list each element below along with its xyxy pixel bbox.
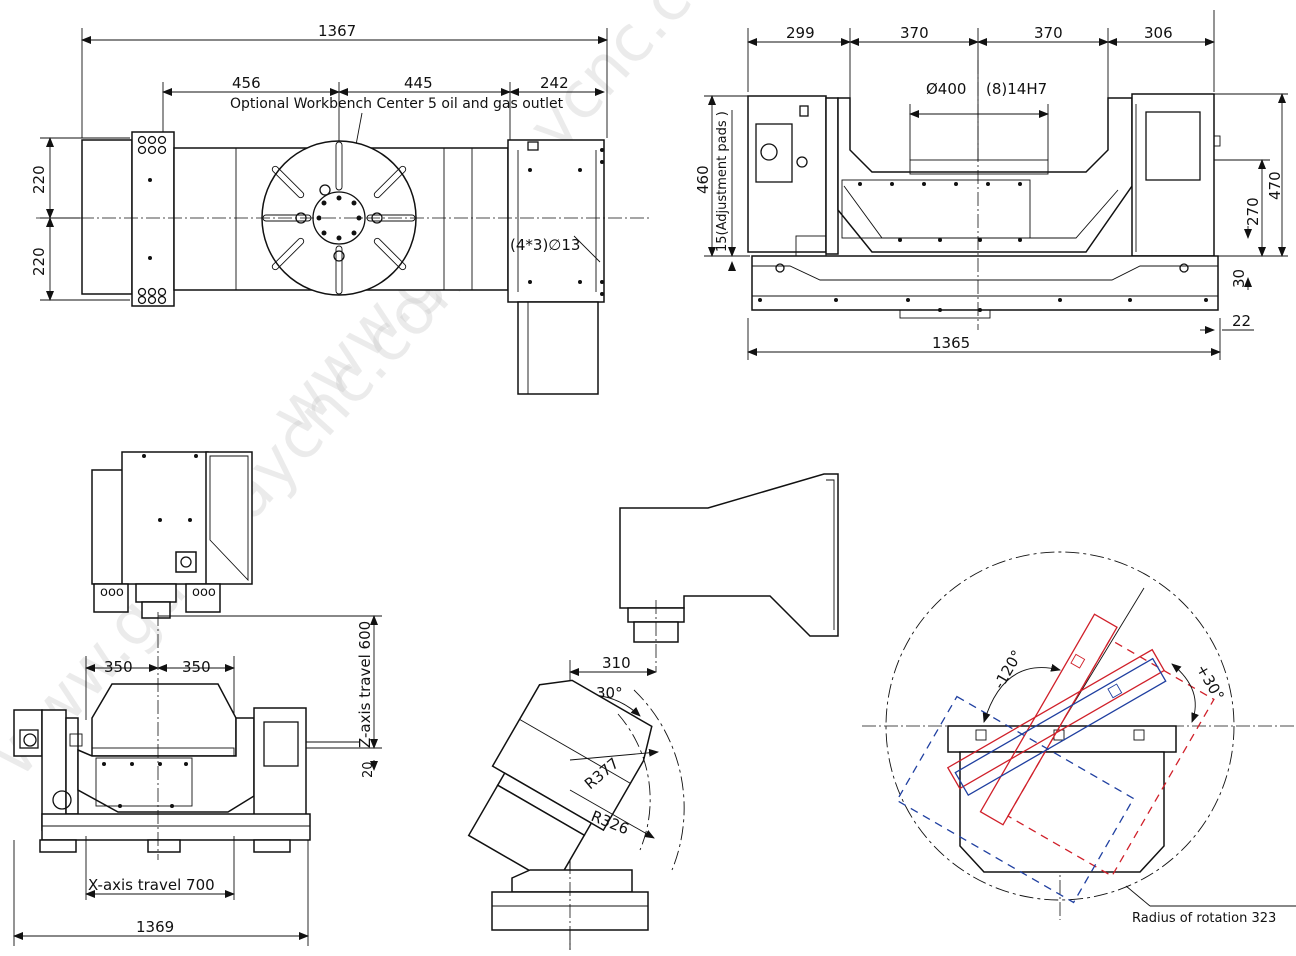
front-height-right: 470 xyxy=(1266,171,1284,200)
svg-text:ooo: ooo xyxy=(100,585,124,600)
top-seg3: 242 xyxy=(540,74,569,92)
front-base-h: 30 xyxy=(1230,269,1248,288)
top-seg2: 445 xyxy=(404,74,433,92)
svg-text:ooo: ooo xyxy=(192,585,216,600)
top-height-bottom: 220 xyxy=(30,247,48,276)
front-seg2: 370 xyxy=(900,24,929,42)
z-travel: Z-axis travel 600 xyxy=(356,621,374,748)
front-height-left: 460 xyxy=(694,165,712,194)
tilt-offset: 310 xyxy=(602,654,631,672)
top-note: Optional Workbench Center 5 oil and gas … xyxy=(230,96,564,112)
front-seg1: 299 xyxy=(786,24,815,42)
top-height-top: 220 xyxy=(30,165,48,194)
tilt-view: 310 30° R377 R326 xyxy=(467,473,839,950)
machine-half-left: 350 xyxy=(104,658,133,676)
top-holes: (4*3)∅13 xyxy=(510,236,580,254)
top-overall-width: 1367 xyxy=(318,22,356,40)
machine-overall-width: 1369 xyxy=(136,918,174,936)
front-seg3: 370 xyxy=(1034,24,1063,42)
rot-angle-neg: -120° xyxy=(990,647,1026,692)
front-pads: 15(Adjustment pads ) xyxy=(715,111,730,252)
front-view: 299 370 370 306 Ø400 (8)14H7 460 15(Adju… xyxy=(694,10,1288,360)
machine-gap: 20 xyxy=(361,761,376,778)
front-axis-height: 270 xyxy=(1244,197,1262,226)
machine-view: ooo ooo Z-axis travel 600 20 350 350 xyxy=(13,451,382,946)
front-overall-width: 1365 xyxy=(932,334,970,352)
front-seg4: 306 xyxy=(1144,24,1173,42)
front-slot: (8)14H7 xyxy=(986,80,1047,98)
rot-angle-pos: +30° xyxy=(1193,661,1228,704)
top-seg1: 456 xyxy=(232,74,261,92)
rot-radius-note: Radius of rotation 323 xyxy=(1132,911,1276,926)
top-view: 1367 456 445 242 Optional Workbench Cent… xyxy=(30,22,650,395)
front-table-dia: Ø400 xyxy=(926,80,966,98)
x-travel: X-axis travel 700 xyxy=(88,876,215,894)
rotation-view: -120° +30° Radius of rotation 323 xyxy=(862,551,1296,926)
front-offset: 22 xyxy=(1232,312,1251,330)
machine-half-right: 350 xyxy=(182,658,211,676)
